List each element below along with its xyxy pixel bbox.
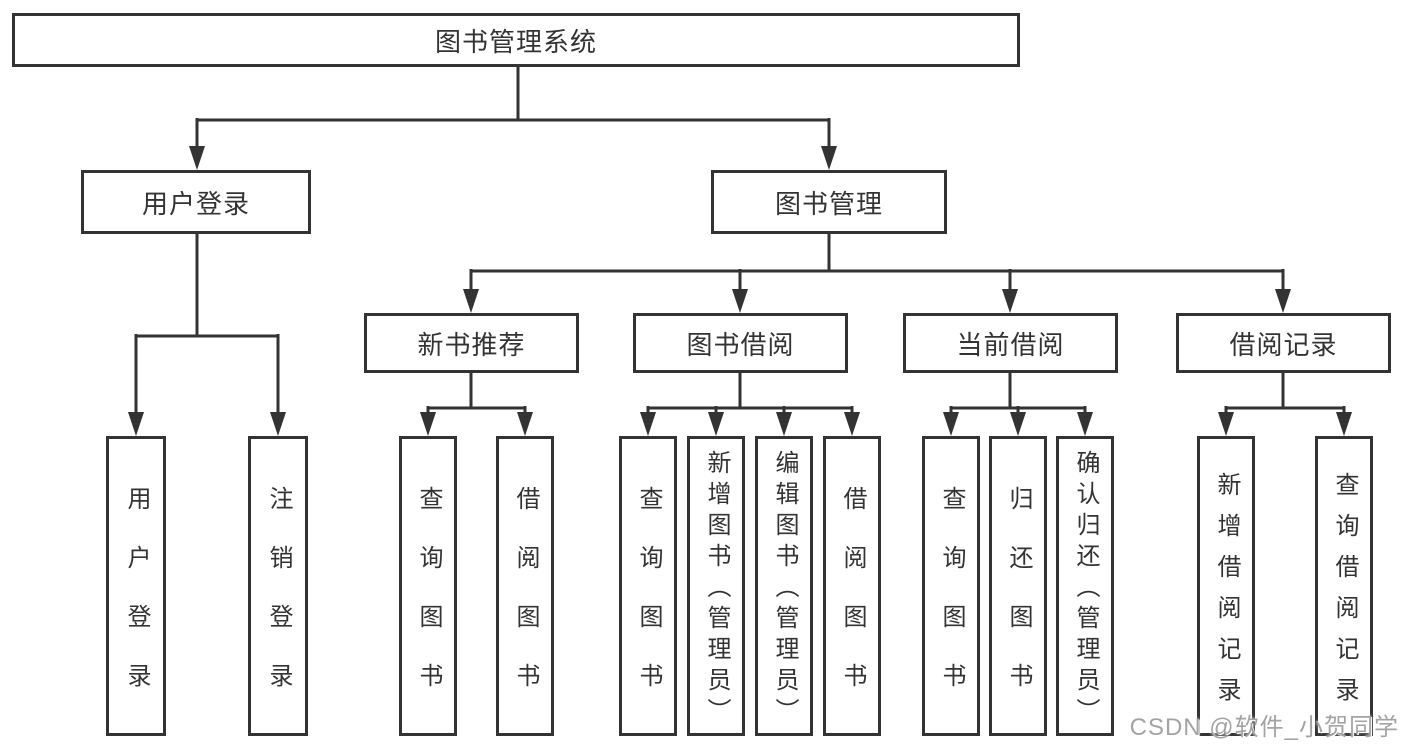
arrowhead [821, 146, 837, 170]
node-leaf-borrow-books: 借阅图书 [823, 436, 881, 736]
arrowhead [943, 412, 959, 436]
node-new-book-recommend: 新书推荐 [364, 313, 579, 373]
arrowhead [1077, 412, 1093, 436]
connector-userlogin-to-leaves [134, 234, 280, 414]
connector-root-to-level2 [195, 67, 831, 148]
arrowhead [844, 412, 860, 436]
connector-newbook-to-leaves [426, 373, 527, 414]
node-leaf-query-books-current: 查询图书 [922, 436, 980, 736]
node-label: 借阅记录 [1229, 329, 1338, 360]
node-label: 借阅图书 [512, 485, 539, 722]
node-leaf-query-borrow-record: 查询借阅记录 [1315, 436, 1373, 736]
arrowhead [189, 146, 205, 170]
arrowhead [1218, 412, 1234, 436]
node-label: 图书管理 [774, 188, 883, 219]
node-label: 新增图书（管理员） [703, 450, 730, 729]
arrowhead [128, 412, 144, 436]
arrowhead [1336, 412, 1352, 436]
node-system-root: 图书管理系统 [12, 13, 1020, 67]
connector-records-to-leaves [1224, 373, 1346, 414]
node-leaf-borrow-books-recommend: 借阅图书 [496, 436, 554, 736]
node-leaf-return-books: 归还图书 [989, 436, 1047, 736]
node-current-borrowing: 当前借阅 [903, 313, 1118, 373]
arrowhead [1275, 289, 1291, 313]
node-label: 注销登录 [265, 485, 292, 722]
node-label: 用户登录 [141, 188, 250, 219]
node-leaf-user-login: 用户登录 [106, 436, 166, 736]
connector-current-to-leaves [949, 373, 1087, 414]
arrowhead [1010, 412, 1026, 436]
node-label: 查询图书 [938, 485, 965, 722]
node-label: 当前借阅 [956, 329, 1065, 360]
node-book-management-branch: 图书管理 [711, 170, 947, 234]
arrowhead [463, 289, 479, 313]
node-label: 图书借阅 [686, 329, 795, 360]
arrowhead [640, 412, 656, 436]
node-label: 编辑图书（管理员） [771, 450, 798, 729]
node-leaf-edit-books-admin: 编辑图书（管理员） [755, 436, 813, 736]
node-label: 确认归还（管理员） [1072, 450, 1099, 729]
arrowhead [1002, 289, 1018, 313]
arrowhead [270, 412, 286, 436]
node-label: 查询借阅记录 [1331, 471, 1358, 718]
arrowhead [732, 289, 748, 313]
node-book-borrowing: 图书借阅 [633, 313, 848, 373]
connector-bookmgmt-to-level3 [469, 234, 1285, 292]
node-label: 查询图书 [415, 485, 442, 722]
arrowheads [128, 146, 1352, 436]
node-label: 新书推荐 [417, 329, 526, 360]
node-label: 新增借阅记录 [1213, 471, 1240, 718]
node-label: 用户登录 [123, 485, 150, 722]
connector-borrow-to-leaves [646, 373, 854, 414]
connector-lines [134, 67, 1346, 414]
node-leaf-query-books-borrowing: 查询图书 [619, 436, 677, 736]
arrowhead [420, 412, 436, 436]
arrowhead [517, 412, 533, 436]
node-leaf-confirm-return-admin: 确认归还（管理员） [1056, 436, 1114, 736]
node-borrow-records: 借阅记录 [1176, 313, 1391, 373]
watermark: CSDN @软件_小贺同学 [1129, 714, 1399, 741]
node-label: 归还图书 [1005, 485, 1032, 722]
arrowhead [708, 412, 724, 436]
arrowhead [776, 412, 792, 436]
node-label: 图书管理系统 [434, 26, 597, 57]
node-leaf-add-borrow-record: 新增借阅记录 [1197, 436, 1255, 736]
node-leaf-add-books-admin: 新增图书（管理员） [687, 436, 745, 736]
node-label: 借阅图书 [839, 485, 866, 722]
node-leaf-logout: 注销登录 [248, 436, 308, 736]
node-user-login-branch: 用户登录 [81, 170, 311, 234]
node-label: 查询图书 [635, 485, 662, 722]
node-leaf-query-books-recommend: 查询图书 [399, 436, 457, 736]
